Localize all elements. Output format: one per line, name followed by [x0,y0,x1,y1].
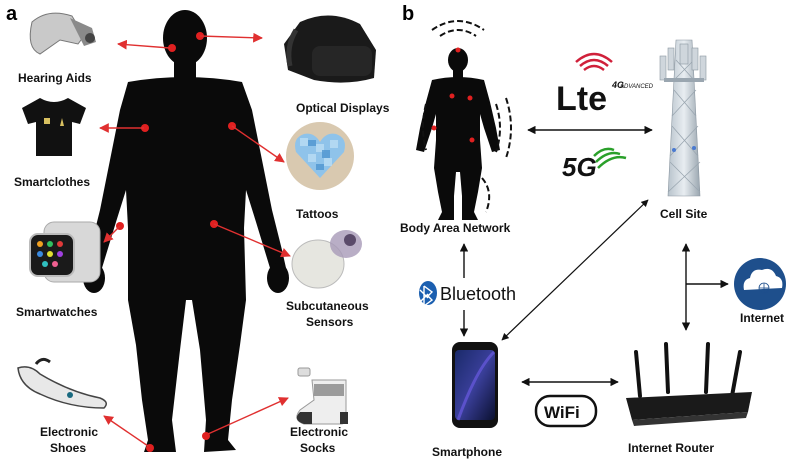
lte-sub: ADVANCED [619,84,654,90]
arrow-phone-cell [501,199,649,341]
bluetooth-logo: Bluetooth [419,281,516,307]
label-subcutaneous-line2: Sensors [306,315,354,329]
head-left-dot [168,44,176,52]
label-socks-line1: Electronic [290,425,348,439]
ban-wave-arcs [422,20,512,213]
fiveg-logo: 5G [562,147,627,182]
panel-b-letter: b [402,3,414,25]
panel-a-letter: a [6,3,18,25]
vr-headset-icon [284,15,376,83]
human-silhouette [83,10,289,452]
sock-icon [296,367,348,425]
fiveg-text: 5G [562,152,597,182]
internet-cloud-icon [734,258,786,310]
shoulder-left-dot [141,124,149,132]
label-shoes-line1: Electronic [40,425,98,439]
tshirt-icon [22,98,86,156]
arrow-smartwatches [103,225,121,243]
arrow-hearing-aids [117,39,171,50]
label-smartclothes: Smartclothes [14,175,90,189]
label-hearing-aids: Hearing Aids [18,71,92,85]
ban-figure [416,48,500,220]
cell-tower-icon [659,39,707,197]
label-body-area-network: Body Area Network [400,221,511,235]
wifi-logo: WiFi [534,394,598,428]
label-optical-displays: Optical Displays [296,101,390,115]
arrow-tattoos [231,125,285,163]
label-smartwatches: Smartwatches [16,305,98,319]
smartwatch-icon [29,221,101,283]
label-smartphone: Smartphone [432,445,502,459]
ban-dots [431,47,475,143]
lte-logo: Lte 4G ADVANCED [556,52,654,118]
subcutaneous-sensor-icon [291,230,362,289]
hearing-aid-icon [29,12,96,55]
shoe-insole-icon [17,357,107,409]
label-internet-router: Internet Router [628,441,714,455]
smartphone-icon [452,342,498,428]
label-cell-site: Cell Site [660,207,708,221]
arrow-optical-displays [199,32,263,43]
label-subcutaneous-line1: Subcutaneous [286,299,369,313]
lte-text: Lte [556,80,607,118]
label-internet: Internet [740,311,784,325]
router-icon [626,342,752,426]
arrow-socks [207,397,289,435]
panel-a-arrows [99,32,291,447]
wifi-text: WiFi [544,403,580,422]
label-shoes-line2: Shoes [50,441,86,455]
tattoo-icon [286,122,354,190]
label-socks-line2: Socks [300,441,336,455]
label-tattoos: Tattoos [296,207,339,221]
bluetooth-text: Bluetooth [440,284,516,304]
arrow-subcutaneous [213,223,291,258]
lte-super: 4G [611,80,624,90]
arrow-shoes [103,415,149,447]
